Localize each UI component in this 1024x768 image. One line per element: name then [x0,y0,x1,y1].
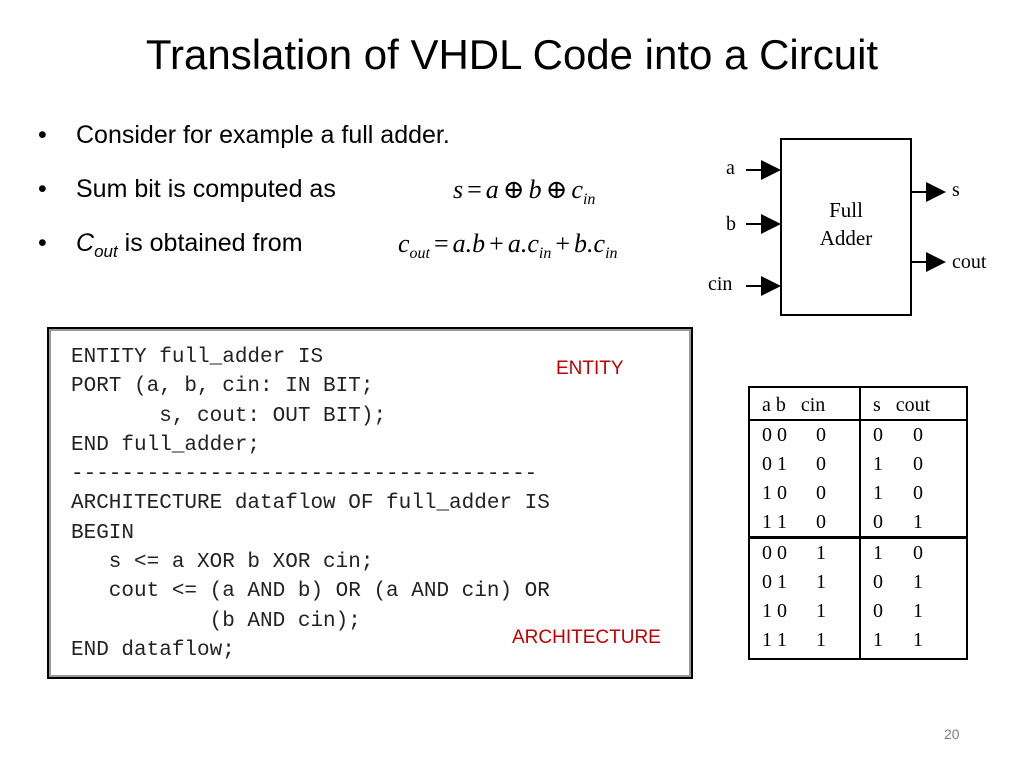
bullet-text: Cout is obtained from [76,226,303,269]
input-label-cin: cin [708,273,732,295]
input-label-a: a [726,157,735,179]
input-label-b: b [726,213,736,235]
block-label-line2: Adder [820,226,872,250]
sum-equation: s=a⊕b⊕cin [453,173,595,217]
table-cell: 0 [873,511,883,533]
eq-term: s [453,175,464,204]
eq-term: c [571,175,583,204]
table-cell: 1 0 [762,482,787,504]
table-cell: 0 1 [762,453,787,475]
table-cell: 0 [913,453,923,475]
table-cell: 0 [816,511,826,533]
code-line: s <= a XOR b XOR cin; [71,551,374,575]
table-cell: 0 [913,424,923,446]
cout-symbol: C [76,229,95,257]
table-cell: 1 [873,542,883,564]
table-cell: 1 [913,571,923,593]
vhdl-code: ENTITY full_adder IS PORT (a, b, cin: IN … [71,343,550,665]
code-line: BEGIN [71,521,135,545]
bullet-text: Consider for example a full adder. [76,121,450,149]
code-line: ENTITY full_adder IS [71,346,324,369]
adder-block [780,138,912,316]
code-line: (b AND cin); [71,609,361,633]
table-cell: 1 [913,511,923,533]
full-adder-diagram: Full Adder a b cin s cout [708,138,987,316]
eq-subscript: in [538,245,552,262]
output-label-s: s [952,179,960,201]
table-cell: 1 [873,453,883,475]
table-divider-vertical [859,388,861,658]
table-header-inputs: a b cin [762,394,826,416]
code-line: s, cout: OUT BIT); [71,404,387,428]
code-line: END full_adder; [71,433,261,457]
truth-table: a b cin s cout 0 0 0 0 0 0 1 0 1 0 1 0 0 1 0 1 1 0 0 1 0… [748,386,968,660]
table-cell: 0 [816,482,826,504]
eq-operator: = [467,175,482,204]
table-cell: 0 0 [762,424,787,446]
table-divider-header [750,419,966,421]
output-label-cout: cout [952,251,987,273]
eq-term: b.c [574,229,606,258]
xor-operator: ⊕ [545,175,568,204]
table-cell: 1 [913,629,923,651]
bullet-marker: • [38,229,47,257]
eq-operator: + [489,229,504,258]
code-line: END dataflow; [71,638,235,662]
page-number: 20 [944,726,960,742]
table-cell: 1 1 [762,511,787,533]
table-cell: 1 [816,629,826,651]
table-cell: 1 [913,600,923,622]
table-cell: 0 [873,571,883,593]
eq-term: a.c [507,229,539,258]
cout-subscript: out [94,242,118,261]
table-cell: 0 0 [762,542,787,564]
table-cell: 0 [913,542,923,564]
slide-title: Translation of VHDL Code into a Circuit [145,31,879,78]
bullet-text: Sum bit is computed as [76,175,336,203]
code-line: ARCHITECTURE dataflow OF full_adder IS [71,492,550,516]
vhdl-code-box: ENTITY full_adder IS PORT (a, b, cin: IN … [47,327,693,679]
table-cell: 0 [816,453,826,475]
eq-term: b [528,175,542,204]
table-divider-middle [750,536,966,539]
block-label-line1: Full [829,198,863,222]
table-header-outputs: s cout [873,394,931,416]
table-cell: 0 [873,424,883,446]
bullet-marker: • [38,175,47,203]
table-cell: 1 [816,571,826,593]
bullet-text-rest: is obtained from [117,229,303,257]
table-cell: 1 0 [762,600,787,622]
table-cell: 1 1 [762,629,787,651]
entity-label: ENTITY [556,358,624,379]
code-line: ------------------------------------- [71,463,538,487]
table-cell: 1 [816,542,826,564]
eq-operator: = [434,229,449,258]
architecture-label: ARCHITECTURE [512,627,661,648]
table-cell: 0 1 [762,571,787,593]
eq-subscript: in [605,245,618,262]
table-cell: 1 [873,629,883,651]
eq-term: a.b [452,229,486,258]
eq-subscript: out [409,245,430,262]
eq-operator: + [555,229,571,258]
code-line: cout <= (a AND b) OR (a AND cin) OR [71,580,550,604]
eq-term: a [485,175,499,204]
eq-subscript: in [582,191,596,208]
xor-operator: ⊕ [502,175,525,204]
code-line: PORT (a, b, cin: IN BIT; [71,375,374,399]
table-cell: 1 [816,600,826,622]
table-cell: 0 [913,482,923,504]
table-cell: 1 [873,482,883,504]
table-cell: 0 [816,424,826,446]
eq-term: c [398,229,410,258]
table-cell: 0 [873,600,883,622]
bullet-marker: • [38,121,47,149]
cout-equation: cout=a.b+a.cin+b.cin [398,227,618,271]
